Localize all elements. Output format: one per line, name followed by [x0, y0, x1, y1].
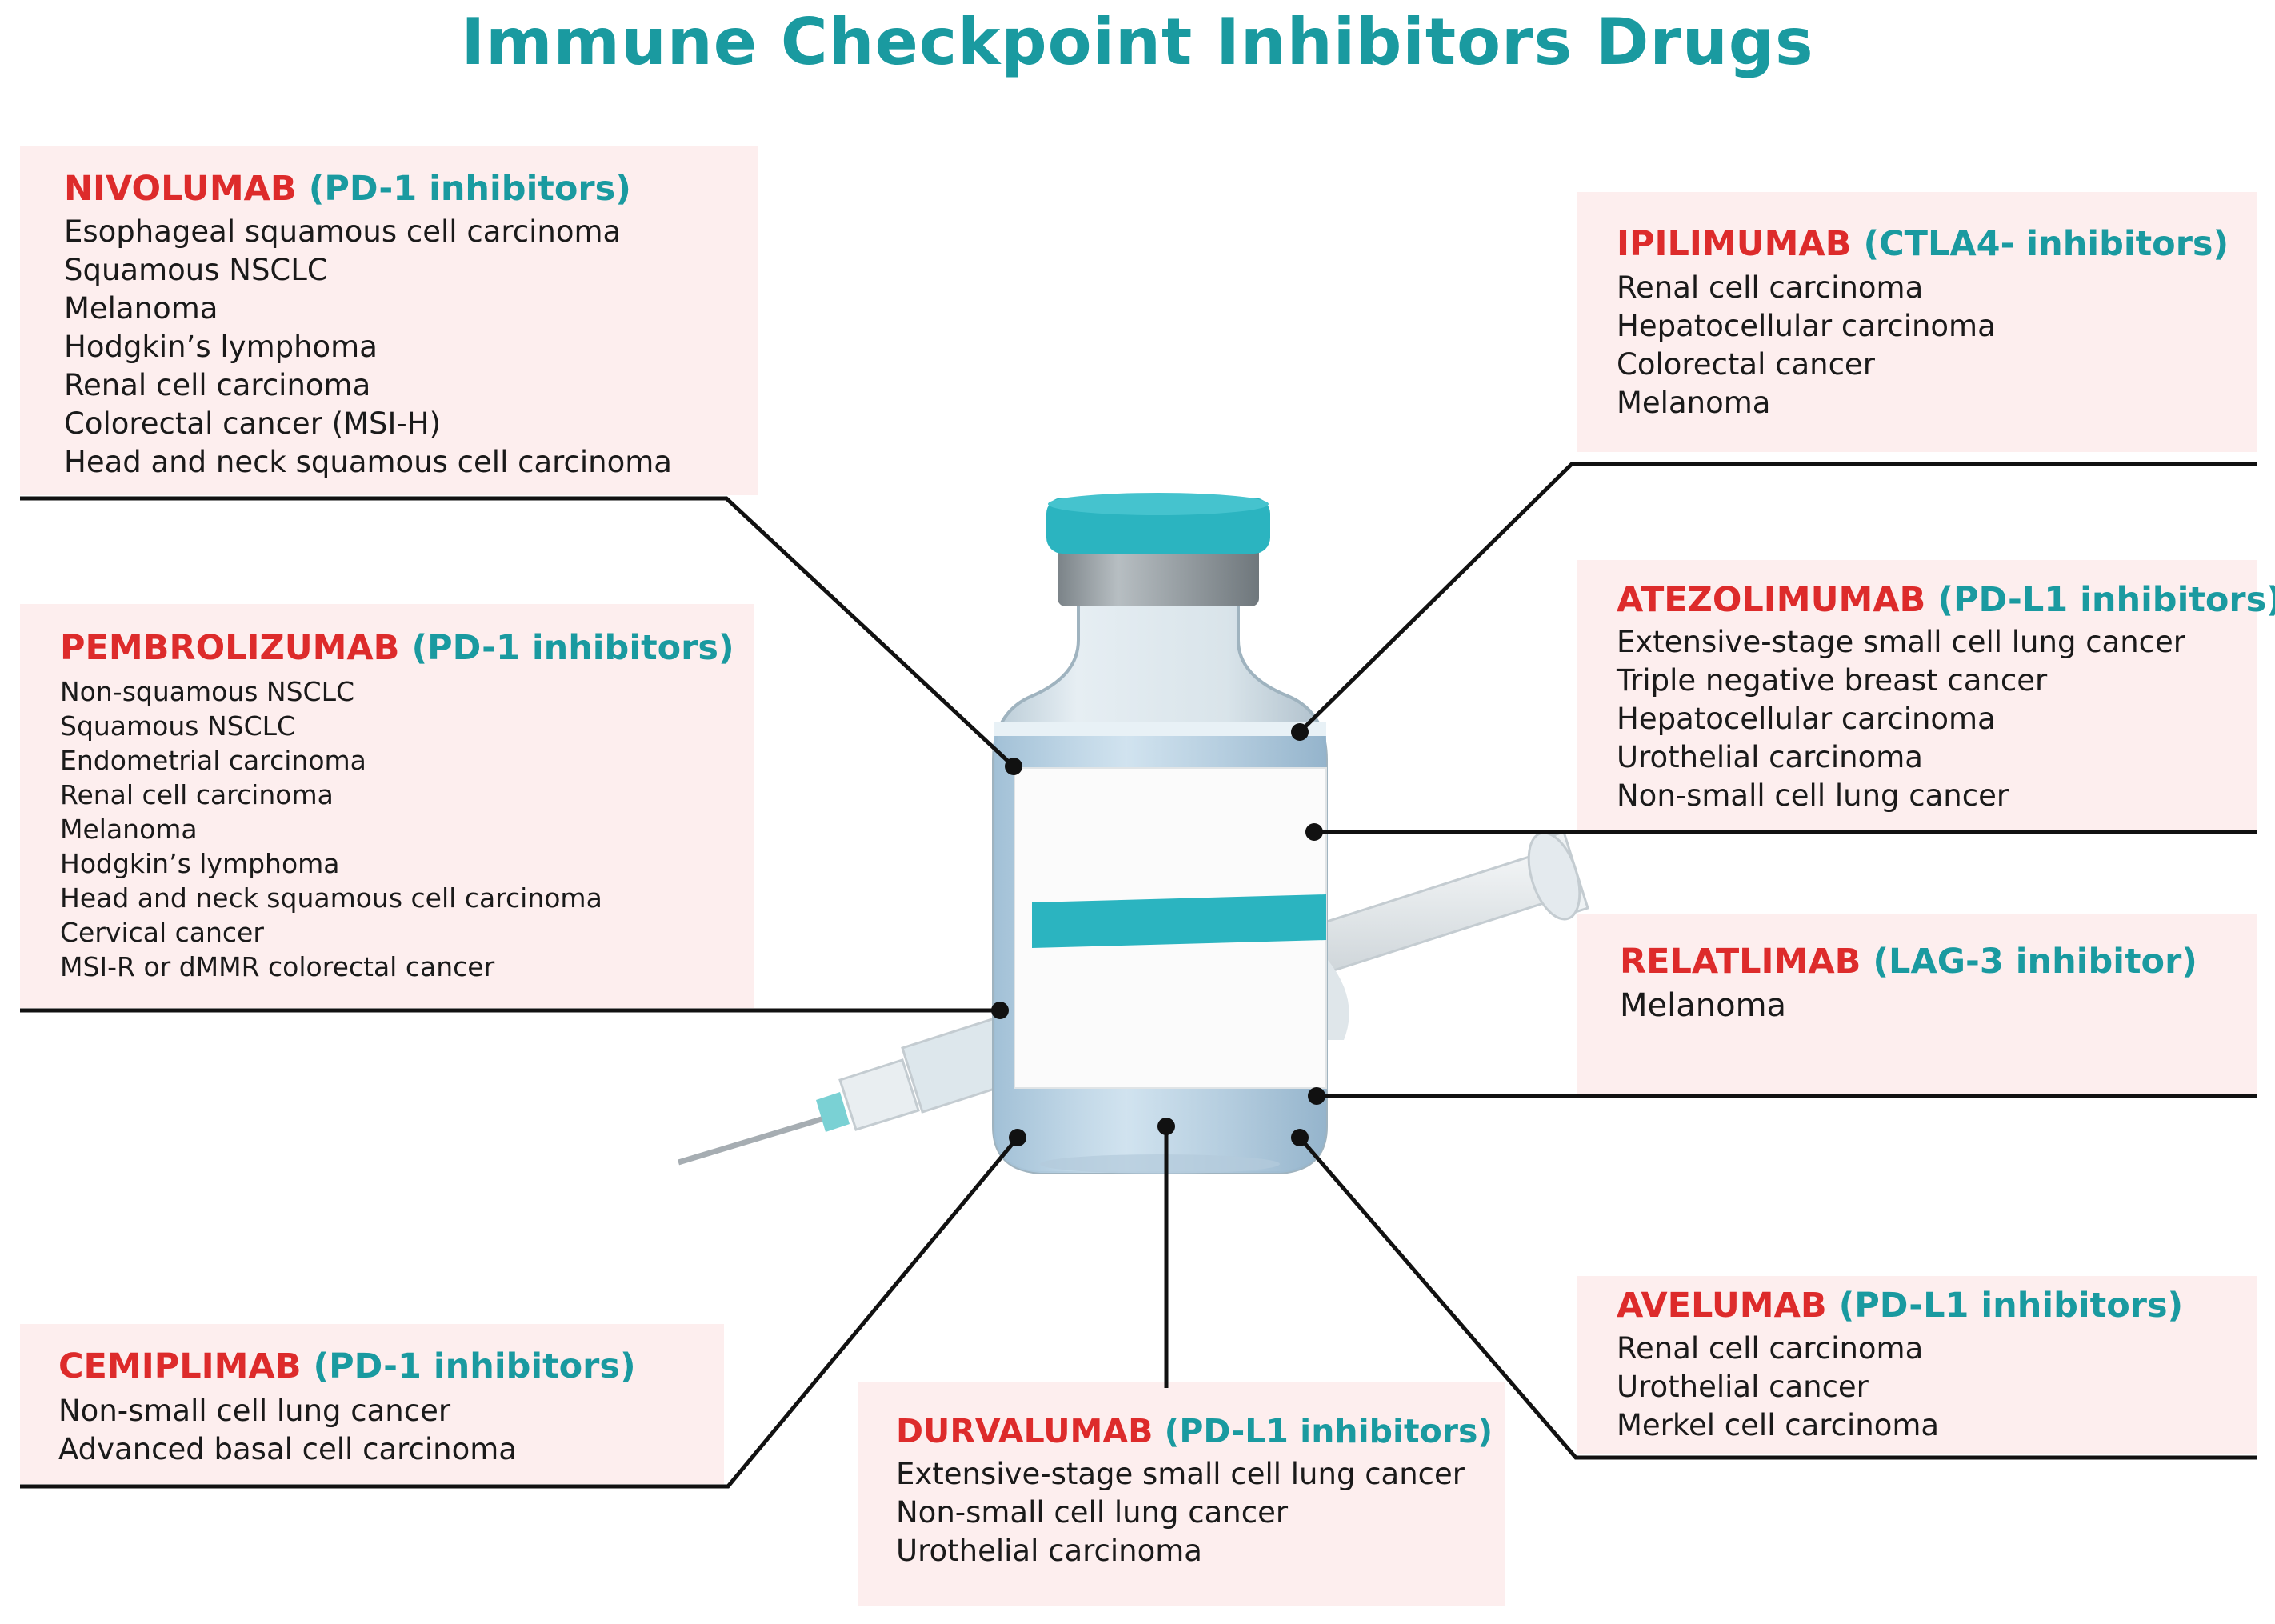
drug-name: CEMIPLIMAB — [58, 1346, 302, 1386]
indication: Extensive-stage small cell lung cancer — [1617, 625, 2185, 659]
indication: Non-small cell lung cancer — [896, 1495, 1289, 1530]
nivolumab-header: NIVOLUMAB (PD-1 inhibitors) — [64, 169, 631, 209]
avelumab-header: AVELUMAB (PD-L1 inhibitors) — [1617, 1286, 2183, 1326]
indication: Melanoma — [64, 291, 218, 326]
ipilimumab-header: IPILIMUMAB (CTLA4- inhibitors) — [1617, 224, 2229, 264]
drug-class: (PD-L1 inhibitors) — [1164, 1412, 1493, 1450]
indication: Hepatocellular carcinoma — [1617, 309, 1996, 343]
indication: Renal cell carcinoma — [1617, 270, 1924, 305]
indication: Triple negative breast cancer — [1617, 663, 2048, 698]
indication: MSI-R or dMMR colorectal cancer — [60, 951, 495, 982]
indication: Merkel cell carcinoma — [1617, 1408, 1940, 1442]
pembrolizumab-header: PEMBROLIZUMAB (PD-1 inhibitors) — [60, 628, 734, 668]
durvalumab-header: DURVALUMAB (PD-L1 inhibitors) — [896, 1412, 1493, 1450]
indication: Melanoma — [1617, 386, 1771, 420]
drug-name: NIVOLUMAB — [64, 169, 297, 209]
atezolimumab-header: ATEZOLIMUMAB (PD-L1 inhibitors) — [1617, 580, 2275, 620]
indication-list: Esophageal squamous cell carcinoma Squam… — [64, 213, 672, 482]
indication: Urothelial cancer — [1617, 1370, 1869, 1404]
indication: Renal cell carcinoma — [60, 779, 334, 810]
indication-list: Renal cell carcinoma Hepatocellular carc… — [1617, 269, 1996, 422]
drug-name: AVELUMAB — [1617, 1286, 1827, 1326]
indication: Endometrial carcinoma — [60, 745, 366, 776]
indication: Colorectal cancer (MSI-H) — [64, 406, 442, 441]
indication: Head and neck squamous cell carcinoma — [64, 445, 672, 479]
drug-name: IPILIMUMAB — [1617, 224, 1852, 264]
indication: Hodgkin’s lymphoma — [60, 848, 340, 879]
indication: Non-small cell lung cancer — [58, 1394, 451, 1428]
indication-list: Renal cell carcinoma Urothelial cancer M… — [1617, 1330, 1939, 1445]
drug-class: (CTLA4- inhibitors) — [1863, 224, 2229, 264]
indication: Cervical cancer — [60, 917, 264, 948]
drug-name: RELATLIMAB — [1620, 942, 1861, 982]
vial — [992, 493, 1328, 1174]
nivolumab-box: NIVOLUMAB (PD-1 inhibitors) Esophageal s… — [20, 146, 758, 495]
indication: Urothelial carcinoma — [896, 1534, 1202, 1568]
drug-class: (PD-L1 inhibitors) — [1937, 580, 2275, 620]
indication-list: Non-squamous NSCLC Squamous NSCLC Endome… — [60, 674, 602, 984]
drug-name: PEMBROLIZUMAB — [60, 628, 400, 668]
indication: Esophageal squamous cell carcinoma — [64, 214, 622, 249]
indication: Head and neck squamous cell carcinoma — [60, 882, 602, 914]
durvalumab-box: DURVALUMAB (PD-L1 inhibitors) Extensive-… — [858, 1382, 1505, 1606]
indication: Melanoma — [1620, 987, 1787, 1024]
indication-list: Melanoma — [1620, 986, 1786, 1026]
drug-class: (PD-1 inhibitors) — [411, 628, 734, 668]
indication-list: Non-small cell lung cancer Advanced basa… — [58, 1392, 517, 1469]
avelumab-box: AVELUMAB (PD-L1 inhibitors) Renal cell c… — [1577, 1276, 2257, 1454]
atezolimumab-box: ATEZOLIMUMAB (PD-L1 inhibitors) Extensiv… — [1577, 560, 2275, 832]
indication-list: Extensive-stage small cell lung cancer T… — [1617, 623, 2185, 815]
indication: Non-small cell lung cancer — [1617, 778, 2009, 813]
drug-name: ATEZOLIMUMAB — [1617, 580, 1926, 620]
relatlimab-header: RELATLIMAB (LAG-3 inhibitor) — [1620, 942, 2197, 982]
drug-class: (PD-L1 inhibitors) — [1838, 1286, 2184, 1326]
drug-class: (PD-1 inhibitors) — [308, 169, 631, 209]
indication: Extensive-stage small cell lung cancer — [896, 1457, 1465, 1491]
drug-class: (LAG-3 inhibitor) — [1873, 942, 2197, 982]
indication: Squamous NSCLC — [60, 710, 296, 742]
relatlimab-box: RELATLIMAB (LAG-3 inhibitor) Melanoma — [1577, 914, 2257, 1094]
ipilimumab-box: IPILIMUMAB (CTLA4- inhibitors) Renal cel… — [1577, 192, 2257, 452]
drug-name: DURVALUMAB — [896, 1412, 1153, 1450]
drug-class: (PD-1 inhibitors) — [313, 1346, 636, 1386]
indication: Hepatocellular carcinoma — [1617, 702, 1996, 736]
pembrolizumab-box: PEMBROLIZUMAB (PD-1 inhibitors) Non-squa… — [20, 604, 754, 1008]
indication: Melanoma — [60, 814, 198, 845]
indication: Advanced basal cell carcinoma — [58, 1432, 517, 1466]
cemiplimab-header: CEMIPLIMAB (PD-1 inhibitors) — [58, 1346, 636, 1386]
indication: Hodgkin’s lymphoma — [64, 330, 378, 364]
indication: Renal cell carcinoma — [64, 368, 371, 402]
indication: Squamous NSCLC — [64, 253, 328, 287]
indication: Non-squamous NSCLC — [60, 676, 355, 707]
indication: Urothelial carcinoma — [1617, 740, 1923, 774]
indication-list: Extensive-stage small cell lung cancer N… — [896, 1455, 1465, 1570]
indication: Colorectal cancer — [1617, 347, 1875, 382]
cemiplimab-box: CEMIPLIMAB (PD-1 inhibitors) Non-small c… — [20, 1324, 724, 1484]
diagram-title: Immune Checkpoint Inhibitors Drugs — [461, 5, 1814, 79]
indication: Renal cell carcinoma — [1617, 1331, 1924, 1366]
